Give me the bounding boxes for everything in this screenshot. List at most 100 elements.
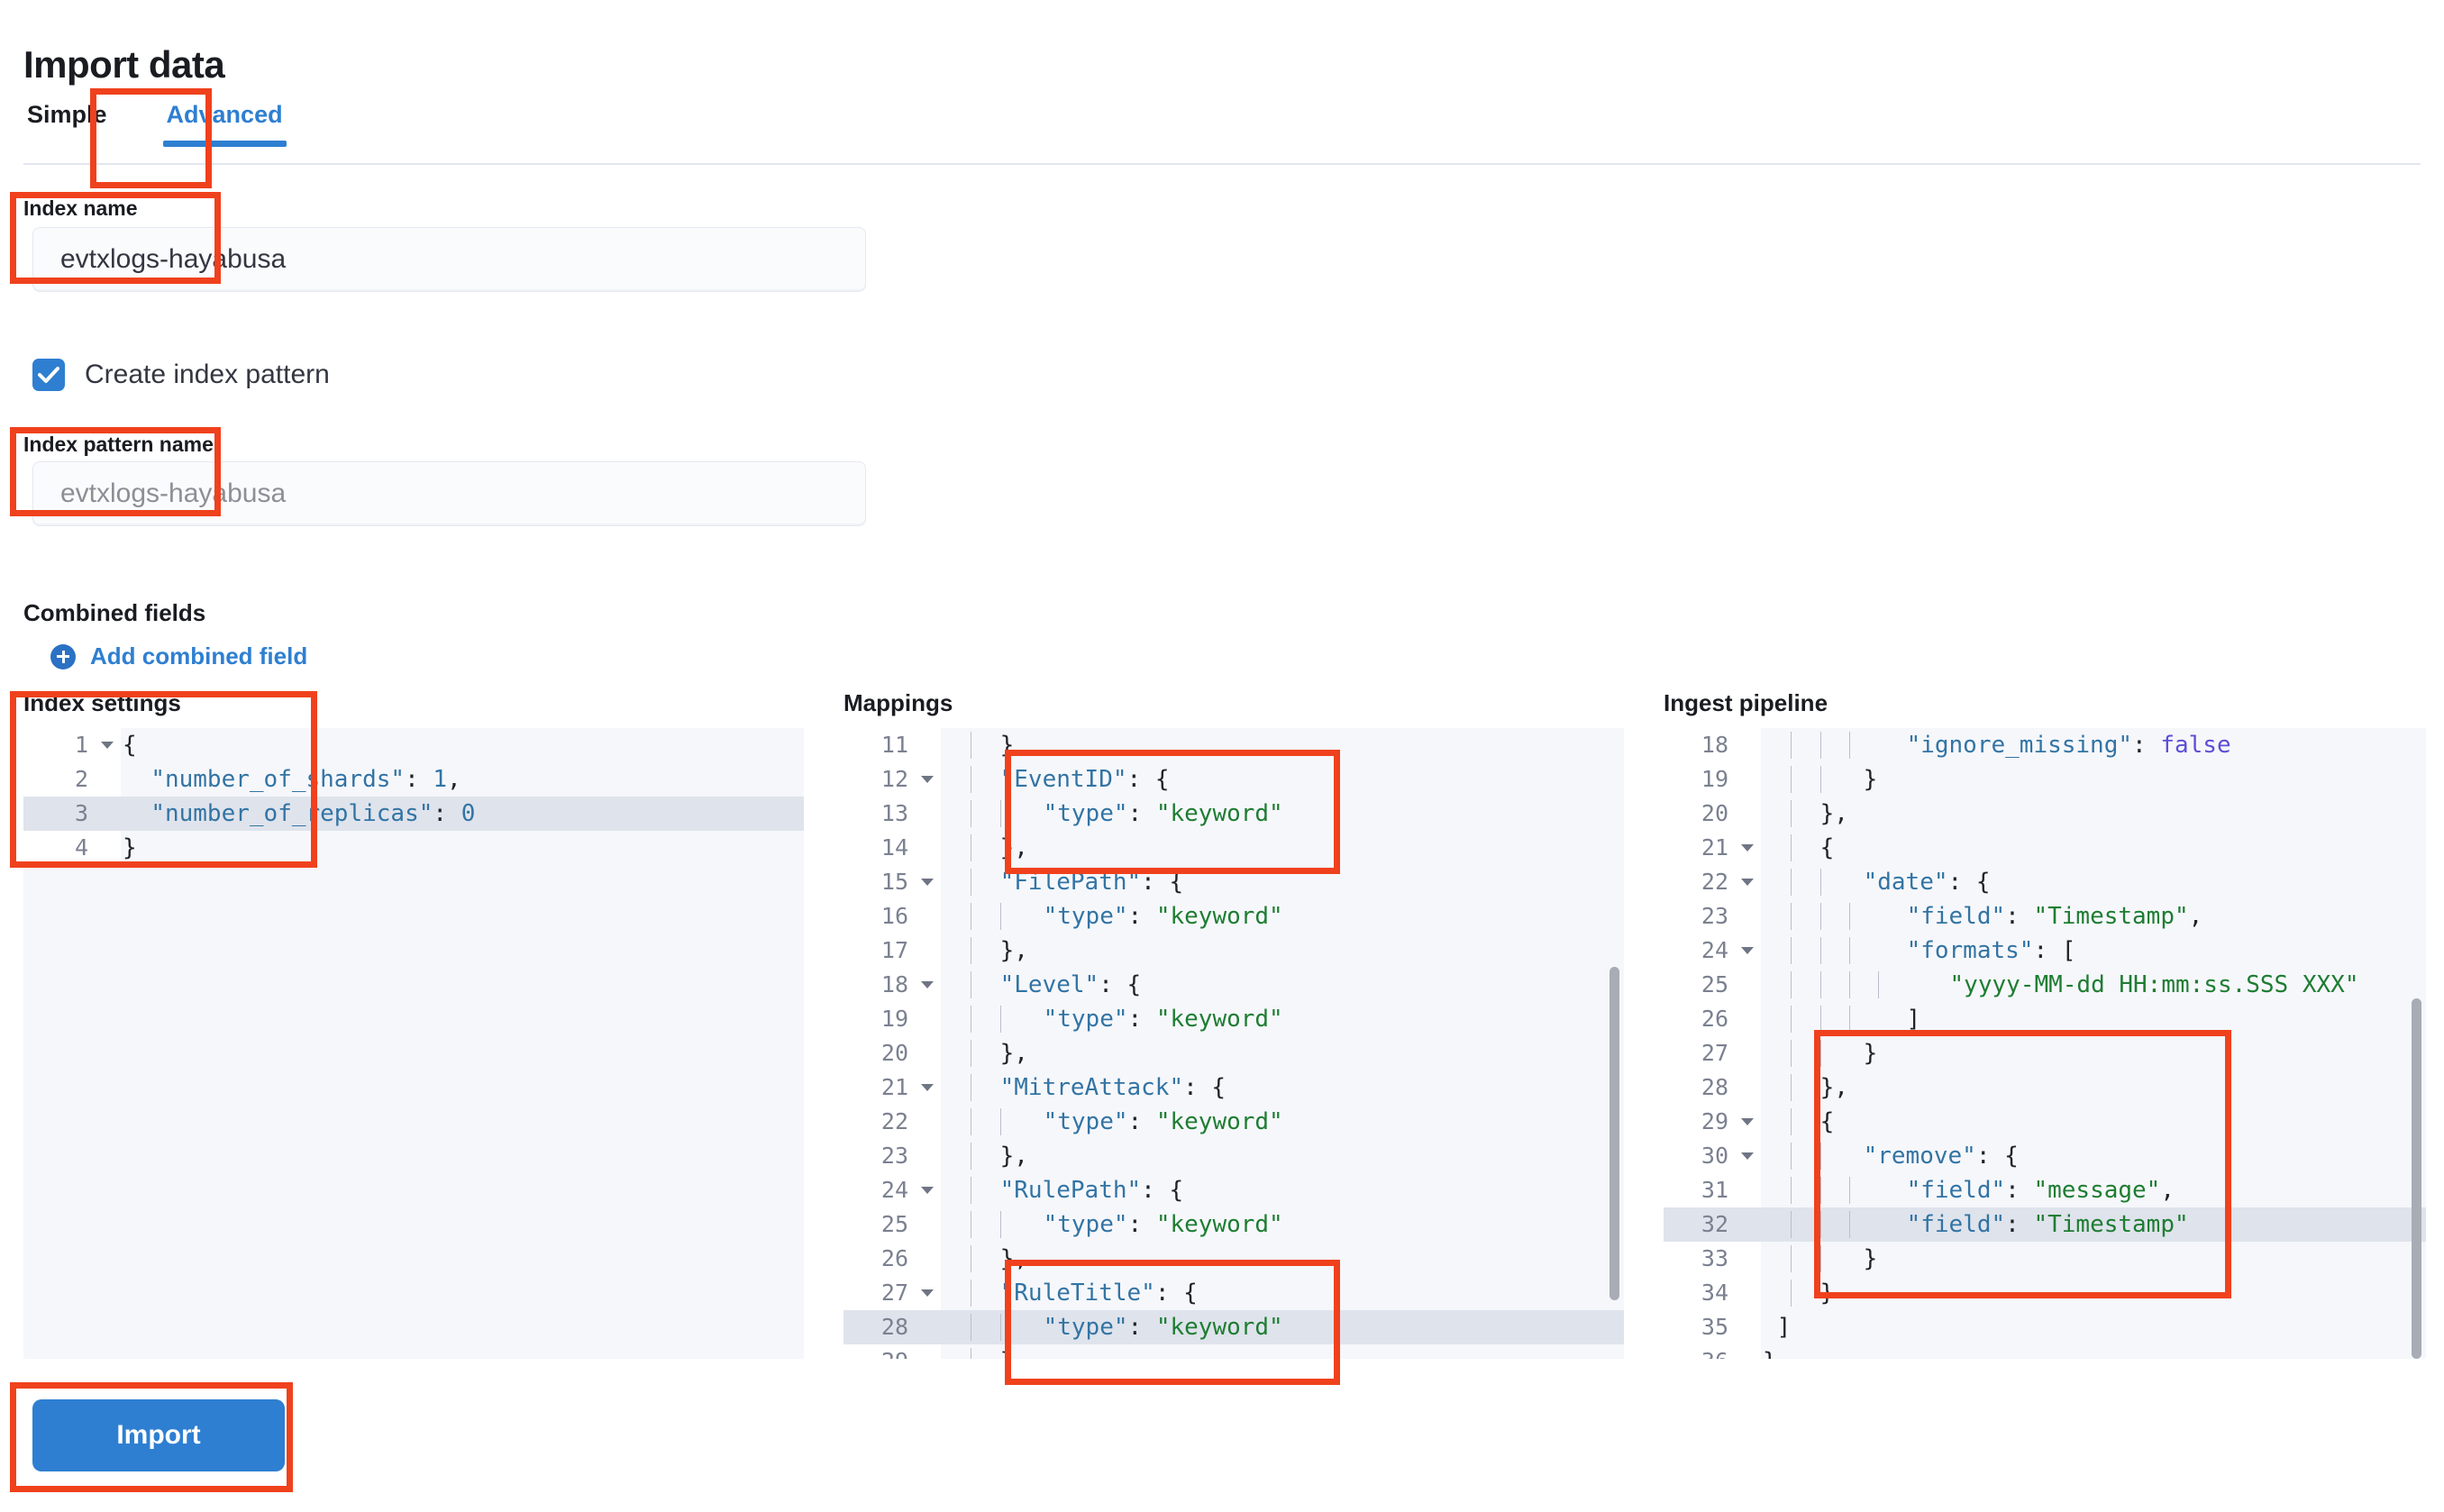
line-number: 23	[1664, 899, 1734, 934]
code-line: 26 ]	[1664, 1002, 2426, 1036]
code-line: 18 "ignore_missing": false	[1664, 728, 2426, 762]
line-number: 25	[844, 1207, 914, 1242]
code-text: }	[971, 732, 1015, 759]
index-name-input[interactable]: evtxlogs-hayabusa	[32, 227, 866, 292]
code-line: 2 "number_of_shards": 1,	[23, 762, 804, 797]
code-text: }	[123, 834, 137, 861]
indent-guide	[1791, 1280, 1792, 1307]
indent-guide	[999, 903, 1001, 930]
indent-guide	[999, 1314, 1001, 1341]
create-index-pattern-row[interactable]: Create index pattern	[32, 359, 330, 391]
code-line: 30 "remove": {	[1664, 1139, 2426, 1173]
fold-arrow-icon[interactable]	[921, 1084, 934, 1091]
indent-guide	[1791, 1177, 1792, 1204]
index-pattern-name-input[interactable]: evtxlogs-hayabusa	[32, 461, 866, 526]
code-text: "type": "keyword"	[941, 797, 1624, 831]
code-line: 28 "type": "keyword"	[844, 1310, 1624, 1344]
indent-guide	[1791, 903, 1792, 930]
code-line: 36}	[1664, 1344, 2426, 1359]
fold-arrow-icon[interactable]	[1741, 1118, 1754, 1125]
fold-arrow-icon[interactable]	[921, 1289, 934, 1297]
indent-guide	[1791, 1245, 1792, 1272]
code-text: }	[1761, 762, 2426, 797]
gutter-pad	[1734, 1207, 1761, 1242]
mappings-editor[interactable]: 11 }12 "EventID": {13 "type": "keyword"1…	[844, 728, 1624, 1359]
line-number: 20	[844, 1036, 914, 1070]
line-number: 23	[844, 1139, 914, 1173]
indent-guide	[1791, 869, 1792, 896]
code-text: ]	[1761, 1002, 2426, 1036]
code-text: "FilePath": {	[941, 865, 1624, 899]
line-number: 34	[1664, 1276, 1734, 1310]
line-number: 11	[844, 728, 914, 762]
index-settings-editor[interactable]: 1{2 "number_of_shards": 1,3 "number_of_r…	[23, 728, 804, 1359]
gutter-pad	[1734, 1344, 1761, 1359]
gutter-pad	[914, 1105, 941, 1139]
import-button[interactable]: Import	[32, 1399, 285, 1471]
fold-arrow-icon[interactable]	[1741, 844, 1754, 852]
gutter-pad	[1734, 1002, 1761, 1036]
indent-guide	[1819, 1143, 1821, 1170]
code-text: "remove": {	[1761, 1139, 2426, 1173]
code-line: 34 }	[1664, 1276, 2426, 1310]
code-text: },	[1791, 800, 1848, 827]
ingest-pipeline-scrollbar[interactable]	[2412, 998, 2421, 1359]
line-number: 18	[1664, 728, 1734, 762]
code-line: 1{	[23, 728, 804, 762]
code-text: "date": {	[1761, 865, 2426, 899]
indent-guide	[999, 1108, 1001, 1135]
gutter-pad	[1734, 968, 1761, 1002]
fold-arrow-icon[interactable]	[921, 981, 934, 988]
code-text: "MitreAttack": {	[941, 1070, 1624, 1105]
mappings-scrollbar[interactable]	[1610, 967, 1619, 1300]
fold-arrow-icon[interactable]	[101, 742, 114, 749]
mappings-title: Mappings	[844, 689, 953, 716]
code-text: "field": "Timestamp"	[1761, 1207, 2426, 1242]
indent-guide	[1791, 1040, 1792, 1067]
gutter-pad	[1734, 1036, 1761, 1070]
code-line: 31 "field": "message",	[1664, 1173, 2426, 1207]
gutter-pad	[94, 797, 121, 831]
code-line: 19 }	[1664, 762, 2426, 797]
indent-guide	[1819, 732, 1821, 759]
tab-advanced[interactable]: Advanced	[134, 97, 312, 147]
code-text: {	[1791, 1108, 1835, 1135]
code-line: 12 "EventID": {	[844, 762, 1624, 797]
line-number: 27	[844, 1276, 934, 1310]
fold-arrow-icon[interactable]	[1741, 879, 1754, 886]
indent-guide	[1848, 1177, 1850, 1204]
indent-guide	[1819, 903, 1821, 930]
indent-guide	[1791, 1143, 1792, 1170]
indent-guide	[1848, 1211, 1850, 1238]
tab-bar: Simple Advanced	[23, 97, 312, 147]
line-number: 12	[844, 762, 934, 797]
fold-arrow-icon[interactable]	[921, 776, 934, 783]
line-number: 4	[23, 831, 94, 865]
indent-guide	[1791, 1108, 1792, 1135]
add-combined-field-link[interactable]: Add combined field	[50, 642, 307, 670]
code-line: 19 "type": "keyword"	[844, 1002, 1624, 1036]
page-title: Import data	[23, 43, 225, 87]
plus-circle-icon	[50, 643, 76, 669]
indent-guide	[1791, 834, 1792, 861]
fold-arrow-icon[interactable]	[921, 1187, 934, 1194]
code-text: {	[1791, 834, 1835, 861]
indent-guide	[1819, 766, 1821, 793]
create-index-pattern-checkbox[interactable]	[32, 359, 65, 391]
line-number: 1	[23, 728, 114, 762]
code-line: 4}	[23, 831, 804, 865]
fold-arrow-icon[interactable]	[1741, 947, 1754, 954]
line-number: 25	[1664, 968, 1734, 1002]
code-line: 20 },	[844, 1036, 1624, 1070]
code-line: 20 },	[1664, 797, 2426, 831]
fold-arrow-icon[interactable]	[921, 879, 934, 886]
index-pattern-name-label: Index pattern name	[23, 433, 214, 456]
line-number: 22	[844, 1105, 914, 1139]
code-line: 22 "type": "keyword"	[844, 1105, 1624, 1139]
tab-simple[interactable]: Simple	[27, 101, 107, 128]
line-number: 31	[1664, 1173, 1734, 1207]
fold-arrow-icon[interactable]	[1741, 1152, 1754, 1160]
line-number: 26	[844, 1242, 914, 1276]
indent-guide	[1848, 937, 1850, 964]
